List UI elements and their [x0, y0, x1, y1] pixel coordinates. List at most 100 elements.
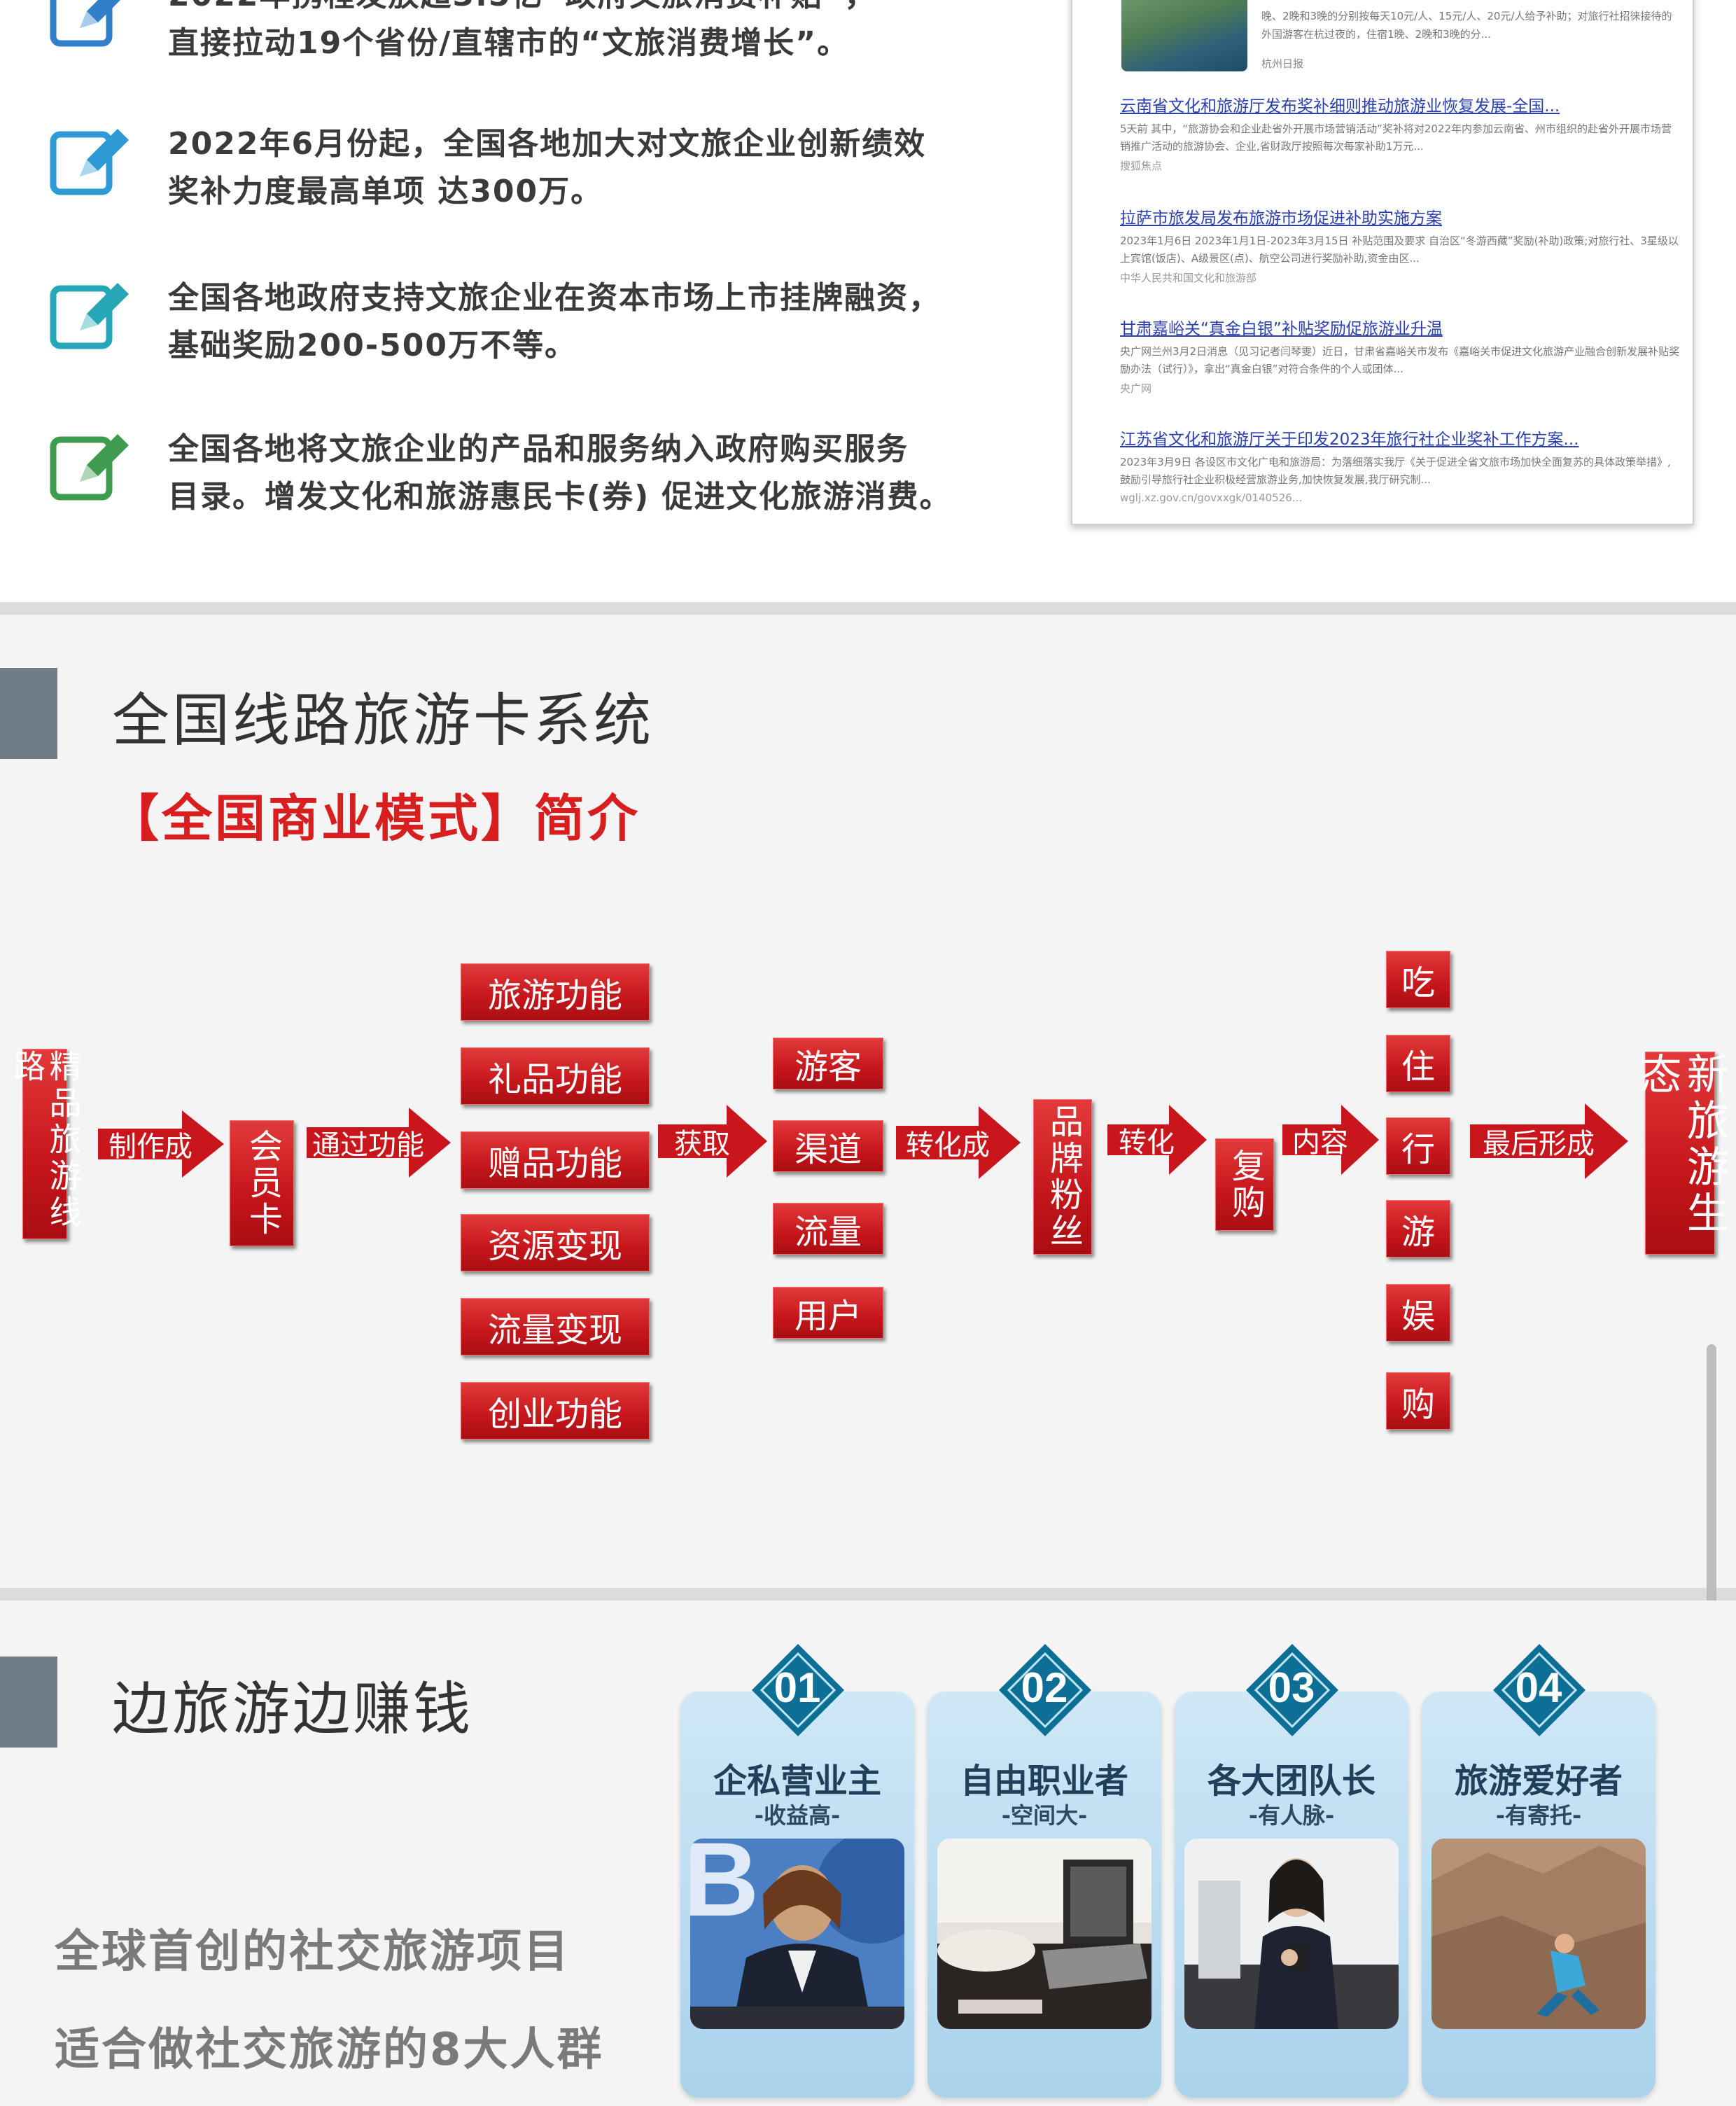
scrollbar[interactable]: [1707, 1344, 1716, 1652]
start-box: 精品旅游线路: [8, 1049, 83, 1239]
gain-box: 流量: [773, 1203, 883, 1255]
business-model-section: 全国线路旅游卡系统 【全国商业模式】简介 精品旅游线路 制作成 会员卡 通过功能…: [0, 615, 1736, 1588]
function-box: 礼品功能: [461, 1047, 650, 1105]
gain-box: 渠道: [773, 1120, 883, 1172]
bullet-line: 目录。增发文化和旅游惠民卡(券) 促进文化旅游消费。: [168, 479, 952, 515]
flow-arrow: 制作成: [98, 1110, 224, 1178]
card-number: 03: [1268, 1664, 1315, 1711]
arrow-label: 转化成: [906, 1129, 990, 1162]
policy-bullet: 2022年6月份起，全国各地加大对文旅企业创新绩效奖补力度最高单项 达300万。: [49, 120, 1043, 218]
section-title: 全国线路旅游卡系统: [112, 688, 654, 754]
content-box: 购: [1386, 1372, 1450, 1430]
laptop-desk-photo: [937, 1839, 1152, 2029]
gain-box: 游客: [773, 1038, 883, 1089]
flow-arrow: 转化成: [896, 1106, 1021, 1179]
policy-section: 2022年携程发放超3.5亿“政府文旅消费补贴”，直接拉动19个省份/直辖市的“…: [0, 0, 1736, 602]
news-link[interactable]: 云南省文化和旅游厅发布奖补细则推动旅游业恢复发展-全国...: [1120, 97, 1560, 116]
news-entry: 云南省文化和旅游厅发布奖补细则推动旅游业恢复发展-全国... 5天前 其中，“旅…: [1120, 92, 1680, 173]
news-entry: 江苏省文化和旅游厅关于印发2023年旅行社企业奖补工作方案... 2023年3月…: [1120, 426, 1680, 504]
member-card-box: 会员卡: [230, 1120, 294, 1246]
arrow-label: 制作成: [108, 1131, 192, 1163]
earn-section: 边旅游边赚钱 全球首创的社交旅游项目 适合做社交旅游的8大人群 01 企私营业主…: [0, 1601, 1736, 2106]
content-box: 行: [1386, 1117, 1450, 1175]
card-role: 自由职业者: [960, 1762, 1128, 1801]
news-entry: 拉萨市旅发局发布旅游市场促进补助实施方案 2023年1月6日 2023年1月1日…: [1120, 204, 1680, 285]
flow-arrow: 内容: [1282, 1105, 1379, 1175]
tagline: 全球首创的社交旅游项目: [55, 1926, 570, 1978]
news-snippet: 央广网兰州3月2日消息（见习记者闫琴雯）近日，甘肃省嘉峪关市发布《嘉峪关市促进文…: [1120, 345, 1680, 375]
climber-photo: [1432, 1839, 1646, 2029]
end-label: 新旅游生态: [1632, 1052, 1729, 1237]
edit-icon: [50, 0, 120, 47]
section-subtitle: 【全国商业模式】简介: [108, 789, 641, 848]
news-source: 搜狐焦点: [1120, 160, 1163, 172]
function-box: 创业功能: [461, 1382, 650, 1439]
news-snippet: 2023年3月9日 各设区市文化广电和旅游局：为落细落实我厅《关于促进全省文旅市…: [1120, 456, 1671, 486]
brand-fans-box: 品牌粉丝: [1033, 1099, 1092, 1255]
card-number: 01: [774, 1664, 821, 1711]
section-divider: [0, 1588, 1736, 1601]
card-role: 各大团队长: [1207, 1762, 1376, 1801]
news-source: 杭州日报: [1261, 57, 1304, 70]
policy-bullet: 2022年携程发放超3.5亿“政府文旅消费补贴”，直接拉动19个省份/直辖市的“…: [49, 0, 1043, 70]
edit-icon: [50, 283, 129, 349]
news-link[interactable]: 甘肃嘉峪关“真金白银”补贴奖励促旅游业升温: [1120, 320, 1443, 338]
card-number: 02: [1021, 1664, 1068, 1711]
card-trait: -有人脉-: [1248, 1802, 1335, 1829]
audience-card: 03 各大团队长 -有人脉-: [1175, 1644, 1408, 2098]
flow-arrow: 通过功能: [307, 1108, 451, 1178]
card-number: 04: [1515, 1664, 1562, 1711]
svg-text:B: B: [690, 1839, 759, 1938]
gain-box: 用户: [773, 1287, 883, 1339]
flow-arrow: 转化: [1107, 1105, 1207, 1175]
diamond-badge-icon: [752, 1644, 844, 1736]
repurchase-box: 复购: [1215, 1138, 1274, 1231]
arrow-label: 内容: [1292, 1127, 1348, 1159]
content-box: 娱: [1386, 1284, 1450, 1341]
bullet-line: 2022年6月份起，全国各地加大对文旅企业创新绩效: [168, 126, 927, 162]
team-leader-photo: [1184, 1839, 1399, 2029]
arrow-label: 最后形成: [1483, 1128, 1595, 1160]
card-trait: -收益高-: [754, 1802, 841, 1829]
arrow-label: 转化: [1119, 1127, 1175, 1159]
function-box: 赠品功能: [461, 1131, 650, 1189]
diamond-badge-icon: [1246, 1644, 1338, 1736]
news-source: 央广网: [1120, 382, 1152, 395]
audience-card: 01 企私营业主 -收益高- B: [680, 1644, 914, 2098]
member-label: 会员卡: [242, 1129, 282, 1238]
news-screenshot: 晚、2晚和3晚的分别按每天10元/人、15元/人、20元/人给予补助；对旅行社招…: [1071, 0, 1694, 525]
policy-bullet: 全国各地将文旅企业的产品和服务纳入政府购买服务目录。增发文化和旅游惠民卡(券) …: [49, 426, 1043, 524]
end-box: 新旅游生态: [1632, 1052, 1728, 1255]
news-entry: 甘肃嘉峪关“真金白银”补贴奖励促旅游业升温 央广网兰州3月2日消息（见习记者闫琴…: [1120, 315, 1680, 396]
start-label: 精品旅游线路: [8, 1049, 83, 1232]
bullet-line: 全国各地政府支持文旅企业在资本市场上市挂牌融资，: [168, 280, 941, 316]
news-link[interactable]: 拉萨市旅发局发布旅游市场促进补助实施方案: [1120, 209, 1442, 228]
card-trait: -有寄托-: [1495, 1802, 1582, 1829]
arrow-label: 获取: [674, 1128, 730, 1160]
function-box: 旅游功能: [461, 963, 650, 1021]
diamond-badge-icon: [999, 1644, 1091, 1736]
bullet-line: 奖补力度最高单项 达300万。: [168, 174, 603, 209]
card-role: 企私营业主: [713, 1762, 881, 1801]
function-box: 资源变现: [461, 1214, 650, 1271]
audience-card: 02 自由职业者 -空间大-: [927, 1644, 1161, 2098]
news-snippet: 晚、2晚和3晚的分别按每天10元/人、15元/人、20元/人给予补助；对旅行社招…: [1261, 10, 1672, 41]
repurchase-label: 复购: [1225, 1148, 1265, 1221]
diamond-badge-icon: [1493, 1644, 1586, 1736]
edit-icon: [50, 434, 129, 501]
content-box: 住: [1386, 1035, 1450, 1092]
news-source: wglj.xz.gov.cn/govxxgk/0140526...: [1120, 491, 1303, 504]
section-marker: [0, 1657, 57, 1748]
function-box: 流量变现: [461, 1298, 650, 1355]
arrow-label: 通过功能: [312, 1129, 424, 1162]
news-link[interactable]: 江苏省文化和旅游厅关于印发2023年旅行社企业奖补工作方案...: [1120, 431, 1579, 449]
news-snippet: 2023年1月6日 2023年1月1日-2023年3月15日 补贴范围及要求 自…: [1120, 235, 1679, 265]
audience-card: 04 旅游爱好者 -有寄托-: [1422, 1644, 1656, 2098]
bullet-line: 2022年携程发放超3.5亿“政府文旅消费补贴”，: [168, 0, 1050, 20]
flow-arrow: 获取: [658, 1105, 767, 1178]
fans-label: 品牌粉丝: [1043, 1104, 1083, 1250]
section-title: 边旅游边赚钱: [112, 1676, 474, 1743]
card-role: 旅游爱好者: [1454, 1762, 1623, 1801]
edit-icon: [50, 129, 129, 195]
content-box: 游: [1386, 1200, 1450, 1257]
